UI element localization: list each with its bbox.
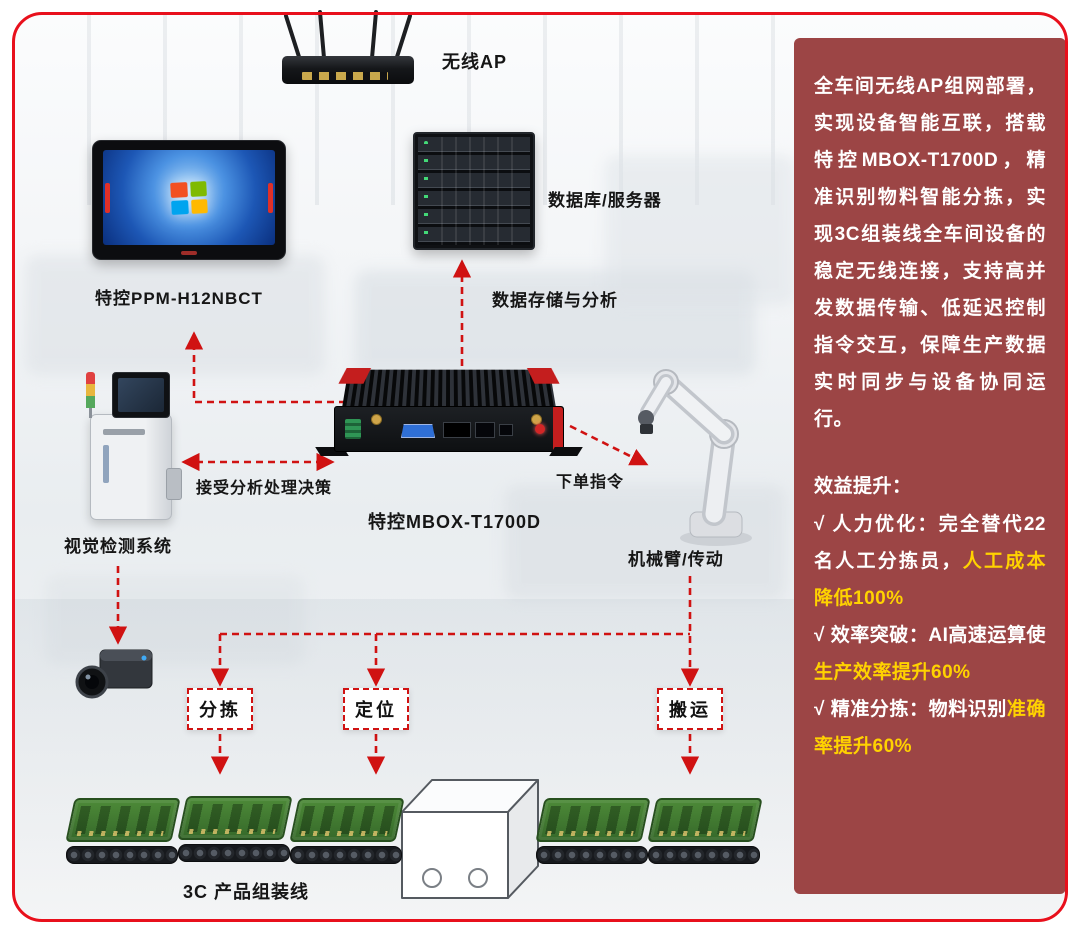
flow-arrows xyxy=(108,259,700,775)
label-decision: 接受分析处理决策 xyxy=(196,480,333,497)
pcb-module-icon xyxy=(647,798,763,868)
signal-tower-icon xyxy=(86,372,95,420)
vga-port-icon xyxy=(401,424,435,438)
server-leds xyxy=(424,141,428,241)
pcb-module-icon xyxy=(177,796,293,866)
server-rack-icon xyxy=(413,132,535,250)
highlight-text: 生产效率提升60% xyxy=(814,661,971,683)
terminal-port-icon xyxy=(345,419,361,439)
highlight-text: 准确率提升60% xyxy=(814,698,1046,757)
label-vision: 视觉检测系统 xyxy=(64,537,172,556)
monitor-red-accent-left xyxy=(105,182,110,213)
label-wireless-ap: 无线AP xyxy=(442,52,508,72)
package-box-icon xyxy=(401,779,539,899)
label-assembly-line: 3C 产品组装线 xyxy=(183,882,310,902)
camera-icon xyxy=(75,649,153,699)
pcb-module-icon xyxy=(65,798,181,868)
wireless-ap-icon xyxy=(282,56,414,84)
power-button-icon xyxy=(535,424,545,434)
text-run: 全车间无线AP组网部署，实现设备智能互联，搭载特控MBOX-T1700D，精准识… xyxy=(814,76,1046,431)
highlight-text: 人工成本降低100% xyxy=(814,550,1046,609)
process-box-sort: 分拣 xyxy=(187,688,253,730)
pcb-module-icon xyxy=(535,798,651,868)
benefit-item: √ 人力优化：完全替代22名人工分拣员，人工成本降低100% xyxy=(814,506,1046,617)
benefits-list: √ 人力优化：完全替代22名人工分拣员，人工成本降低100%√ 效率突破：AI高… xyxy=(814,506,1046,765)
windows-logo-icon xyxy=(170,180,208,215)
io-port-icon xyxy=(499,424,513,436)
label-robot: 机械臂/传动 xyxy=(628,550,724,569)
antenna-connector-icon xyxy=(371,414,382,425)
vision-system-arm-icon xyxy=(166,468,182,500)
label-mbox: 特控MBOX-T1700D xyxy=(368,512,542,532)
wireless-ap-antennas-icon xyxy=(284,10,412,62)
process-box-locate: 定位 xyxy=(343,688,409,730)
benefit-item: √ 效率突破：AI高速运算使生产效率提升60% xyxy=(814,617,1046,691)
mbox-front-panel xyxy=(334,406,564,452)
label-monitor: 特控PPM-H12NBCT xyxy=(95,289,263,308)
sidebar-intro: 全车间无线AP组网部署，实现设备智能互联，搭载特控MBOX-T1700D，精准识… xyxy=(814,68,1046,438)
text-run: √ 精准分拣：物料识别 xyxy=(814,698,1007,720)
label-order: 下单指令 xyxy=(556,474,625,491)
mbox-device-icon xyxy=(334,366,564,462)
process-box-carry: 搬运 xyxy=(657,688,723,730)
monitor-device-icon xyxy=(92,140,286,260)
io-port-icon xyxy=(443,422,471,438)
mbox-heatsink xyxy=(342,369,556,408)
label-storage: 数据存储与分析 xyxy=(492,291,618,310)
arrow-mbox-to-robot xyxy=(569,424,649,466)
arrow-mbox-to-monitor xyxy=(184,331,346,404)
benefit-item: √ 精准分拣：物料识别准确率提升60% xyxy=(814,691,1046,765)
benefits-title: 效益提升： xyxy=(814,476,912,498)
robot-arm-icon xyxy=(638,369,752,546)
vision-system-cabinet-icon xyxy=(90,414,172,520)
label-server: 数据库/服务器 xyxy=(548,191,662,210)
pcb-module-icon xyxy=(289,798,405,868)
monitor-red-accent-right xyxy=(268,182,273,213)
text-run: √ 效率突破：AI高速运算使 xyxy=(814,624,1046,646)
monitor-screen xyxy=(103,150,275,245)
sidebar-panel: 全车间无线AP组网部署，实现设备智能互联，搭载特控MBOX-T1700D，精准识… xyxy=(794,38,1066,894)
text-run: √ 人力优化：完全替代22名人工分拣员， xyxy=(814,513,1046,572)
io-port-icon xyxy=(475,422,495,438)
vision-system-monitor-icon xyxy=(112,372,170,418)
